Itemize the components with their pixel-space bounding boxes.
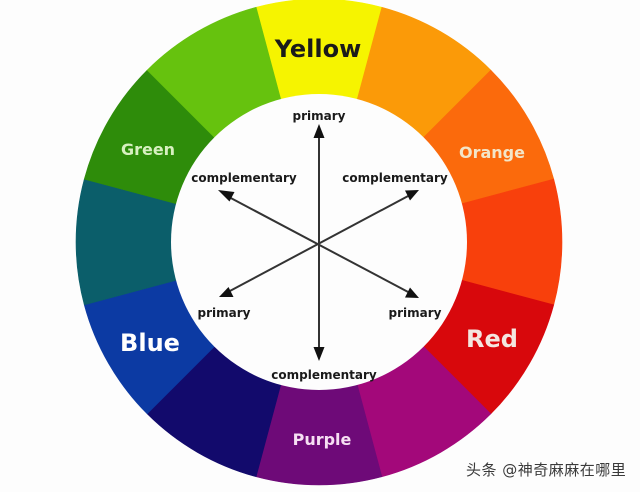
arrowhead-down-icon <box>313 347 325 361</box>
relation-labels: primary complementary complementary prim… <box>191 109 448 382</box>
label-primary-lower-right: primary <box>389 306 442 320</box>
label-complementary-upper-right: complementary <box>342 171 448 185</box>
label-complementary-upper-left: complementary <box>191 171 297 185</box>
arrowhead-lower-left-icon <box>219 287 234 297</box>
arrows <box>218 124 419 361</box>
segment-labels: Yellow Orange Red Purple Blue Green <box>120 35 525 449</box>
arrowhead-upper-left-icon <box>218 190 235 202</box>
label-red: Red <box>466 325 518 353</box>
arrowhead-up-icon <box>313 124 325 138</box>
label-green: Green <box>121 140 175 159</box>
label-orange: Orange <box>459 143 525 162</box>
label-yellow: Yellow <box>274 35 362 63</box>
label-purple: Purple <box>293 430 352 449</box>
arrowhead-upper-right-icon <box>405 190 419 201</box>
arrowhead-lower-right-icon <box>405 287 419 298</box>
label-complementary-bottom: complementary <box>271 368 377 382</box>
label-primary-lower-left: primary <box>198 306 251 320</box>
diagonal-line-2 <box>227 194 411 293</box>
watermark-text: 头条 @神奇麻麻在哪里 <box>466 461 627 479</box>
label-primary-top: primary <box>293 109 346 123</box>
label-blue: Blue <box>120 329 180 357</box>
